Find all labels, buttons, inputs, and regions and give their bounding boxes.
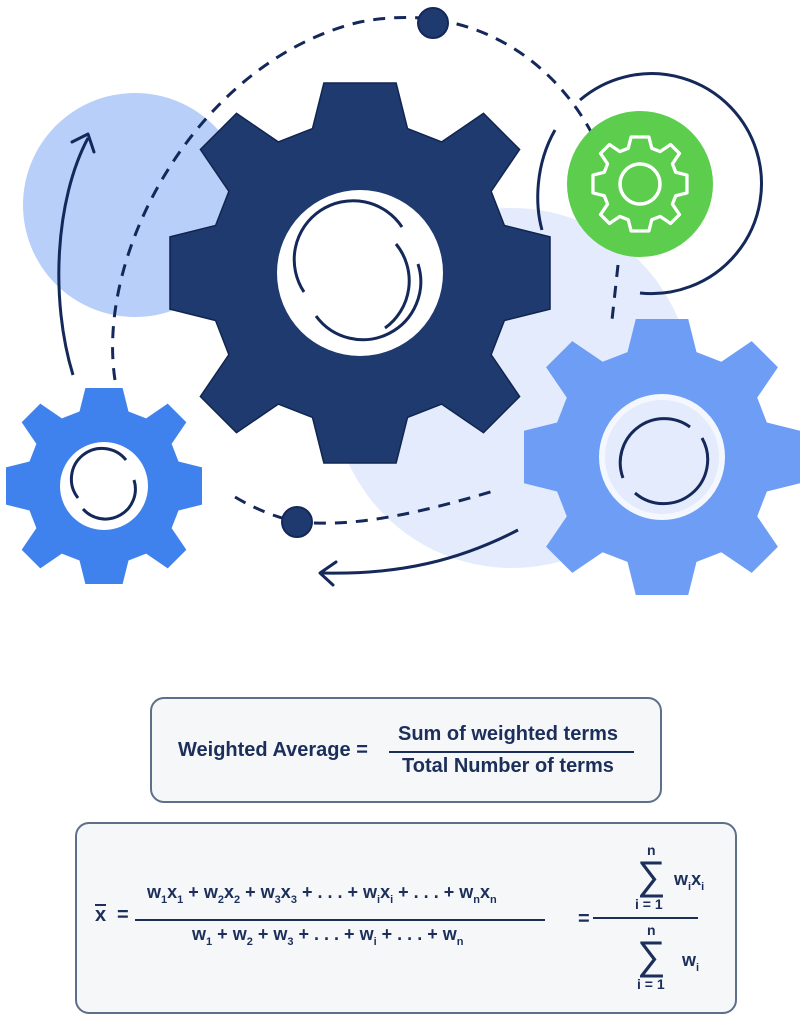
sum-fraction-bar bbox=[593, 917, 698, 919]
orbit-dot-bottom bbox=[281, 506, 313, 538]
dashed-orbit bbox=[111, 16, 602, 381]
formula1-denominator: Total Number of terms bbox=[402, 755, 614, 777]
weighted-average-definition-box: Weighted Average = Sum of weighted terms… bbox=[150, 697, 662, 803]
summation-icon: ∑ bbox=[637, 854, 666, 898]
summation-icon-2: ∑ bbox=[637, 934, 666, 978]
sum-numerator-term: wixi bbox=[674, 869, 705, 893]
sum-upper-limit-2: n bbox=[647, 922, 656, 938]
x-bar-symbol: x bbox=[95, 904, 107, 926]
dashed-orbit-right bbox=[610, 264, 620, 321]
formula1-fraction-bar bbox=[389, 751, 634, 753]
weighted-average-formula-box: x = w1x1 + w2x2 + w3x3 + . . . + wixi + … bbox=[75, 822, 737, 1014]
gears-illustration bbox=[6, 0, 800, 595]
sum-lower-limit-2: i = 1 bbox=[637, 976, 665, 992]
orbit-dot-top bbox=[417, 7, 449, 39]
cycle-arrow-left-icon bbox=[321, 528, 519, 575]
sum-denominator-term: wi bbox=[682, 950, 700, 974]
formula1-lhs: Weighted Average = bbox=[178, 739, 368, 761]
formula1-numerator: Sum of weighted terms bbox=[398, 723, 619, 745]
sum-lower-limit: i = 1 bbox=[635, 896, 663, 912]
green-badge bbox=[567, 111, 713, 257]
dashed-orbit-lower bbox=[234, 488, 498, 525]
green-badge-ring bbox=[579, 72, 763, 296]
sum-upper-limit: n bbox=[647, 842, 656, 858]
equals-sign-2: = bbox=[578, 908, 590, 930]
expanded-numerator: w1x1 + w2x2 + w3x3 + . . . + wixi + . . … bbox=[147, 882, 497, 906]
formula2-fraction-bar bbox=[135, 919, 545, 921]
equals-sign-1: = bbox=[117, 904, 129, 926]
expanded-denominator: w1 + w2 + w3 + . . . + wi + . . . + wn bbox=[192, 924, 464, 948]
cycle-arrow-up-icon bbox=[57, 137, 90, 376]
